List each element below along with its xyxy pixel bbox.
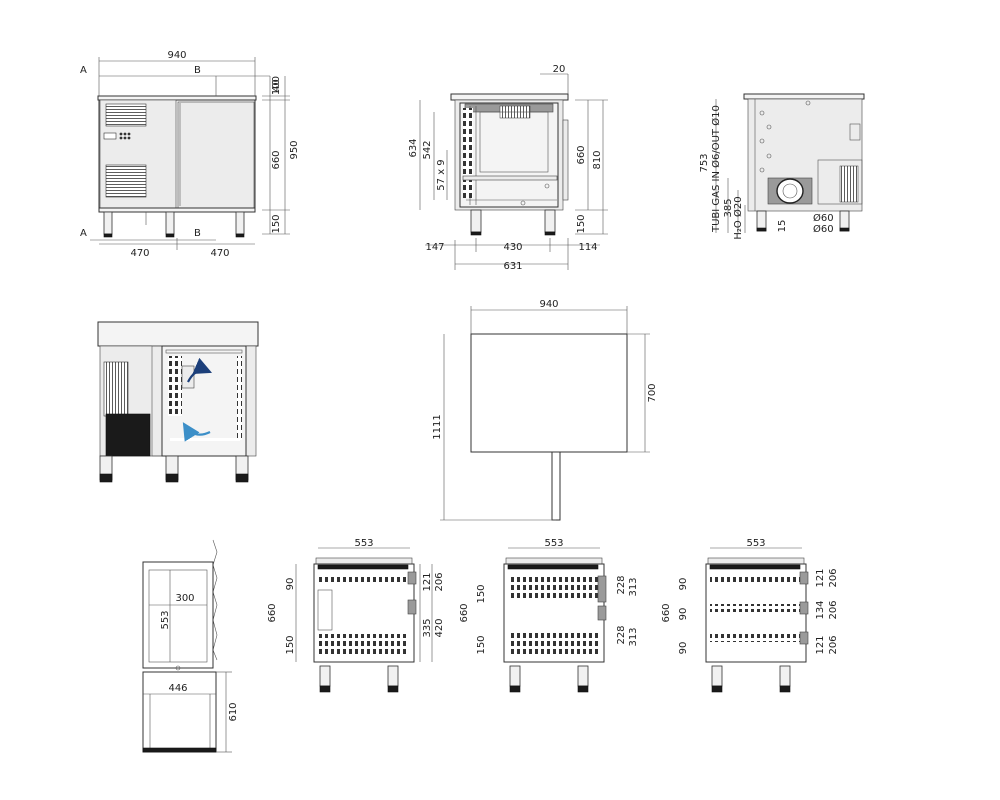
dim-20: 20 <box>553 64 566 75</box>
dv2-lower: 150 <box>476 635 487 654</box>
airflow-arrow-out <box>187 357 213 383</box>
side-section-view: 20 634 542 57 x 9 660 810 150 147 430 11… <box>408 64 608 272</box>
foot <box>103 211 113 235</box>
dv3-r1: 121 <box>815 568 826 587</box>
dim-634: 634 <box>408 138 419 157</box>
dv2-width: 553 <box>544 538 563 549</box>
dv1-width: 553 <box>354 538 373 549</box>
dim-385: 385 <box>723 198 734 217</box>
top-view: 940 700 1111 <box>432 299 658 521</box>
dim-300: 300 <box>175 593 194 604</box>
dv1-r3: 335 <box>422 618 433 637</box>
vent-grille-lower <box>105 164 147 198</box>
dv3-d2: 90 <box>678 608 689 621</box>
dv2-r4: 313 <box>628 627 639 646</box>
dv1-lower: 150 <box>285 635 296 654</box>
dv3-d3: 90 <box>678 642 689 655</box>
dim-660-side: 660 <box>576 145 587 164</box>
dim-147: 147 <box>425 242 444 253</box>
dim-150-side: 150 <box>576 214 587 233</box>
dim-114: 114 <box>578 242 597 253</box>
section-a-top: A <box>80 65 87 76</box>
section-a-bottom: A <box>80 228 87 239</box>
dv1-r4: 420 <box>434 618 445 637</box>
drain-label: H₂O Ø20 <box>732 196 744 239</box>
dv2-upper: 150 <box>476 584 487 603</box>
pipe-label: TUBI GAS IN Ø6/OUT Ø10 <box>710 105 722 233</box>
dv2-r2: 313 <box>628 577 639 596</box>
door <box>177 101 255 209</box>
dim-width-940: 940 <box>167 50 186 61</box>
dv2-r1: 228 <box>616 575 627 594</box>
dv3-d1: 90 <box>678 578 689 591</box>
door-plan-view: 300 553 446 610 <box>142 539 239 753</box>
dim-150: 150 <box>271 214 282 233</box>
rear-view: 753 TUBI GAS IN Ø6/OUT Ø10 385 H₂O Ø20 1… <box>699 93 865 240</box>
dim-15: 15 <box>777 220 788 233</box>
dim-top-940: 940 <box>539 299 558 310</box>
dim-810: 810 <box>592 150 603 169</box>
dim-542: 542 <box>422 140 433 159</box>
dim-660: 660 <box>271 150 282 169</box>
dv3-r4: 206 <box>828 600 839 619</box>
dim-950: 950 <box>289 140 300 159</box>
dim-1111: 1111 <box>432 414 443 439</box>
dv1-r1: 121 <box>422 572 433 591</box>
dim-631: 631 <box>503 261 522 272</box>
dim-100-label: 100 <box>271 76 282 95</box>
section-b-top: B <box>194 65 201 76</box>
front-view: 940 A B A B 470 470 40 100 100 660 950 1… <box>80 50 300 259</box>
open-door <box>551 451 561 521</box>
drawer-view-2: 553 660 150 150 228 313 228 313 <box>459 538 639 693</box>
section-b-bottom: B <box>194 228 201 239</box>
dv3-r5: 121 <box>815 635 826 654</box>
dv3-width: 553 <box>746 538 765 549</box>
dia-60-b: Ø60 <box>813 223 834 235</box>
dv2-height: 660 <box>459 603 470 622</box>
dim-753: 753 <box>699 153 710 172</box>
vent-grille-upper <box>105 103 147 127</box>
dv2-r3: 228 <box>616 625 627 644</box>
dv1-r2: 206 <box>434 572 445 591</box>
dim-40: 40 <box>271 79 282 92</box>
condenser-unit <box>105 413 151 457</box>
dv3-height: 660 <box>661 603 672 622</box>
control-display <box>103 132 117 140</box>
dv1-height: 660 <box>267 603 278 622</box>
airflow-arrow-in <box>182 422 211 442</box>
dim-470-left: 470 <box>130 248 149 259</box>
dv3-r6: 206 <box>828 635 839 654</box>
dim-470-right: 470 <box>210 248 229 259</box>
dv1-upper: 90 <box>285 578 296 591</box>
dv3-r2: 206 <box>828 568 839 587</box>
dim-610: 610 <box>228 702 239 721</box>
airflow-view <box>97 321 259 483</box>
foot <box>165 211 175 235</box>
compressor <box>776 178 804 204</box>
dim-57x9: 57 x 9 <box>436 159 447 190</box>
drawer-view-3: 553 660 90 90 90 121 206 134 206 121 206 <box>661 538 839 693</box>
dim-700: 700 <box>647 383 658 402</box>
dim-430: 430 <box>503 242 522 253</box>
dim-553-door: 553 <box>160 610 171 629</box>
foot <box>235 211 245 235</box>
dia-60-a: Ø60 <box>813 212 834 224</box>
dv3-r3: 134 <box>815 600 826 619</box>
dim-446: 446 <box>168 683 187 694</box>
drawer-view-1: 553 660 90 150 121 206 335 420 <box>267 538 445 693</box>
